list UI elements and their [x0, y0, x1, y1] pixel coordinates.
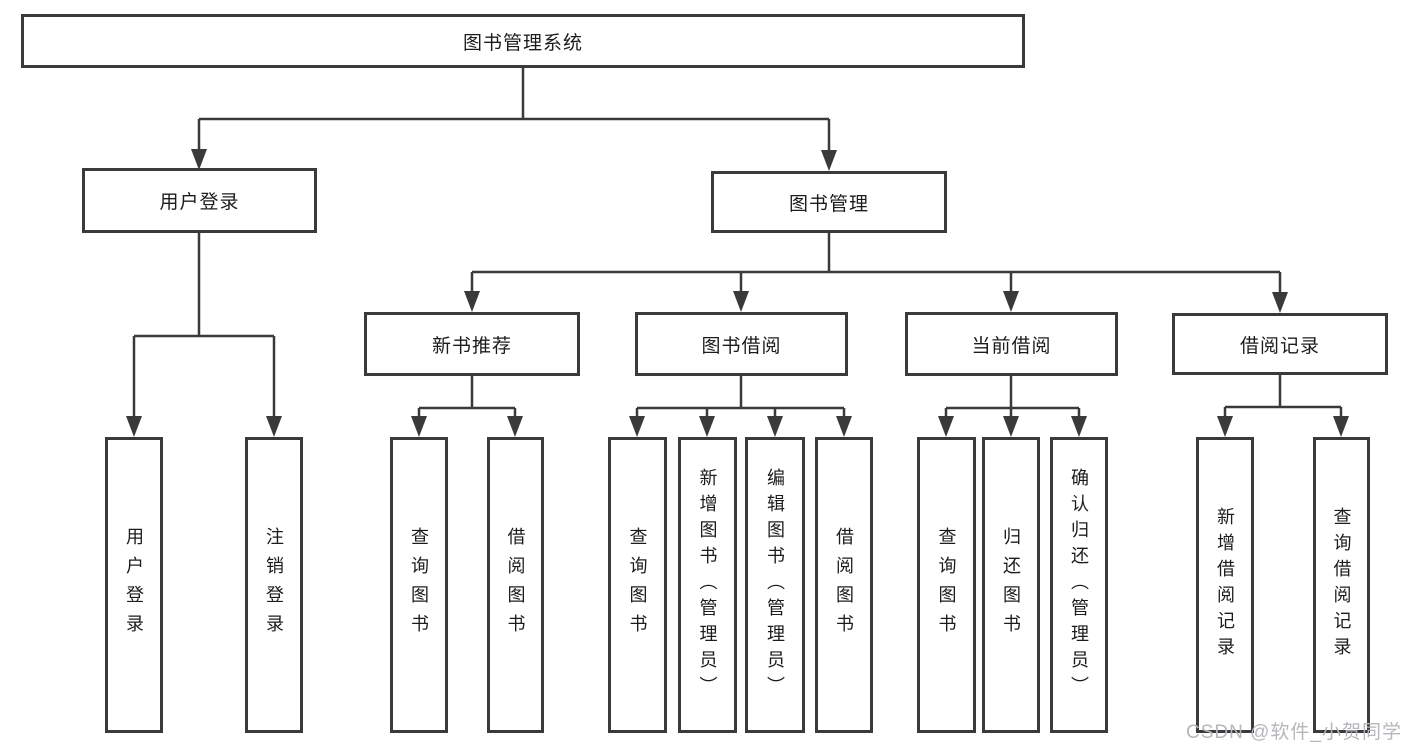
arrowhead — [1003, 416, 1019, 437]
node-book-borrow-label: 图书借阅 — [701, 335, 782, 357]
node-user-login-label: 用户登录 — [159, 192, 240, 213]
leaf-user-login: 用户登录 — [105, 437, 163, 733]
arrowhead — [699, 416, 715, 437]
node-current-borrow-label: 当前借阅 — [971, 335, 1052, 357]
node-root: 图书管理系统 — [21, 14, 1025, 68]
arrowhead — [1272, 292, 1288, 313]
leaf-cur-query-books: 查询图书 — [917, 437, 976, 733]
arrowhead — [411, 416, 427, 437]
edge-newrec-leaf-shafts — [417, 408, 517, 420]
arrowhead — [733, 291, 749, 312]
leaf-recd-query-record-label: 查询借阅记录 — [1331, 507, 1352, 663]
arrowhead — [191, 149, 207, 170]
leaf-rec-query-books: 查询图书 — [390, 437, 448, 733]
node-book-borrow: 图书借阅 — [635, 312, 848, 376]
leaf-logout-label: 注销登录 — [264, 527, 284, 643]
leaf-bor-query-books-label: 查询图书 — [627, 527, 648, 643]
arrowheads — [126, 149, 1349, 437]
arrowhead — [629, 416, 645, 437]
arrowhead — [126, 416, 142, 437]
arrowhead — [1217, 416, 1233, 437]
node-new-book-recommend-label: 新书推荐 — [431, 335, 512, 357]
leaf-cur-return-books: 归还图书 — [982, 437, 1040, 733]
leaf-user-login-label: 用户登录 — [124, 527, 144, 643]
node-current-borrow: 当前借阅 — [905, 312, 1118, 376]
leaf-bor-edit-books-admin: 编辑图书（管理员） — [745, 437, 805, 733]
leaf-logout: 注销登录 — [245, 437, 303, 733]
leaf-cur-return-books-label: 归还图书 — [1001, 527, 1021, 643]
node-user-login: 用户登录 — [82, 168, 317, 233]
leaf-bor-add-books-admin-label: 新增图书（管理员） — [697, 468, 718, 702]
leaf-cur-confirm-return-admin-label: 确认归还（管理员） — [1069, 468, 1089, 702]
leaf-rec-query-books-label: 查询图书 — [409, 527, 429, 643]
edge-records-leaf-shafts — [1223, 407, 1343, 420]
leaf-recd-add-record: 新增借阅记录 — [1196, 437, 1254, 733]
leaf-bor-edit-books-admin-label: 编辑图书（管理员） — [765, 468, 785, 702]
node-root-label: 图书管理系统 — [462, 32, 583, 54]
arrowhead — [1333, 416, 1349, 437]
arrowhead — [1003, 291, 1019, 312]
node-borrow-records-label: 借阅记录 — [1239, 335, 1320, 357]
arrowhead — [464, 291, 480, 312]
leaf-bor-borrow-books-label: 借阅图书 — [834, 527, 854, 643]
edge-borrow-leaf-shafts — [635, 408, 846, 420]
node-new-book-recommend: 新书推荐 — [364, 312, 580, 376]
leaf-cur-query-books-label: 查询图书 — [936, 527, 957, 643]
arrowhead — [767, 416, 783, 437]
leaf-recd-add-record-label: 新增借阅记录 — [1215, 507, 1235, 663]
leaf-rec-borrow-books-label: 借阅图书 — [505, 527, 526, 643]
arrowhead — [507, 416, 523, 437]
arrowhead — [938, 416, 954, 437]
arrowhead — [836, 416, 852, 437]
leaf-bor-query-books: 查询图书 — [608, 437, 667, 733]
leaf-recd-query-record: 查询借阅记录 — [1313, 437, 1370, 733]
node-borrow-records: 借阅记录 — [1172, 313, 1388, 375]
arrowhead — [821, 150, 837, 171]
node-book-management: 图书管理 — [711, 171, 947, 233]
leaf-rec-borrow-books: 借阅图书 — [487, 437, 544, 733]
node-book-management-label: 图书管理 — [788, 193, 869, 215]
leaf-cur-confirm-return-admin: 确认归还（管理员） — [1050, 437, 1108, 733]
leaf-bor-add-books-admin: 新增图书（管理员） — [678, 437, 737, 733]
arrowhead — [266, 416, 282, 437]
leaf-bor-borrow-books: 借阅图书 — [815, 437, 873, 733]
csdn-watermark: CSDN @软件_小贺同学 — [1186, 722, 1402, 743]
arrowhead — [1071, 416, 1087, 437]
